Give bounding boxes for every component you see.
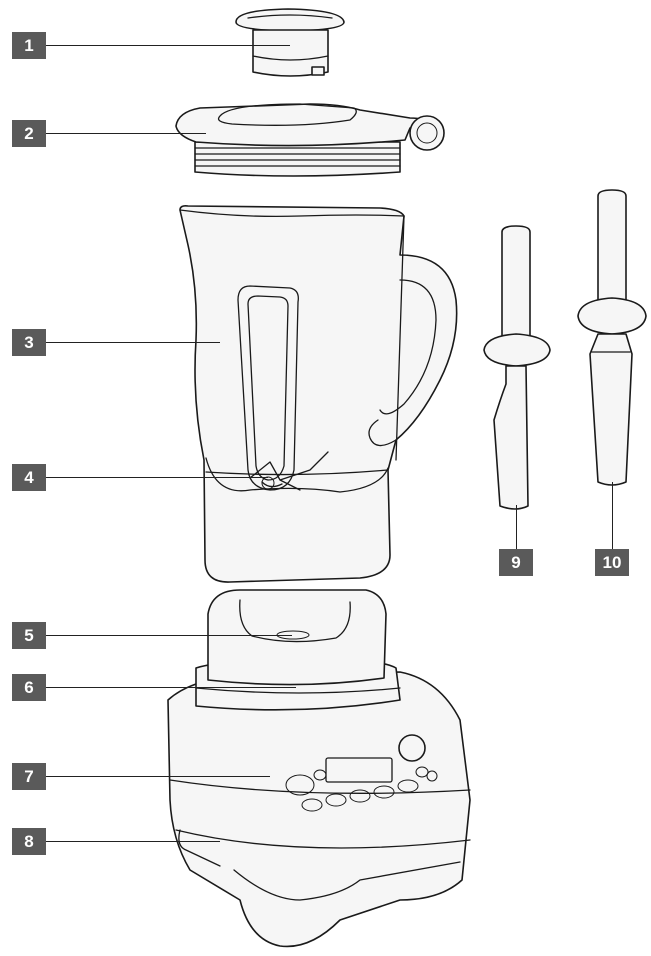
leader-1 bbox=[46, 45, 290, 46]
leader-3 bbox=[46, 342, 220, 343]
callout-2: 2 bbox=[12, 120, 46, 147]
leader-2 bbox=[46, 133, 206, 134]
large-tamper bbox=[577, 189, 647, 486]
leader-9 bbox=[516, 505, 517, 549]
leader-4 bbox=[46, 477, 268, 478]
callout-7: 7 bbox=[12, 763, 46, 790]
callout-1: 1 bbox=[12, 32, 46, 59]
motor-base bbox=[167, 589, 471, 948]
measuring-cap bbox=[235, 8, 345, 77]
small-tamper bbox=[483, 225, 551, 510]
callout-9: 9 bbox=[499, 549, 533, 576]
callout-3: 3 bbox=[12, 329, 46, 356]
leader-10 bbox=[612, 482, 613, 549]
callout-10: 10 bbox=[595, 549, 629, 576]
callout-5: 5 bbox=[12, 622, 46, 649]
callout-8: 8 bbox=[12, 828, 46, 855]
callout-4: 4 bbox=[12, 464, 46, 491]
leader-7 bbox=[46, 776, 270, 777]
leader-8 bbox=[46, 841, 220, 842]
leader-5 bbox=[46, 635, 292, 636]
lid bbox=[175, 103, 445, 177]
jug bbox=[179, 205, 458, 583]
callout-6: 6 bbox=[12, 674, 46, 701]
leader-6 bbox=[46, 687, 296, 688]
